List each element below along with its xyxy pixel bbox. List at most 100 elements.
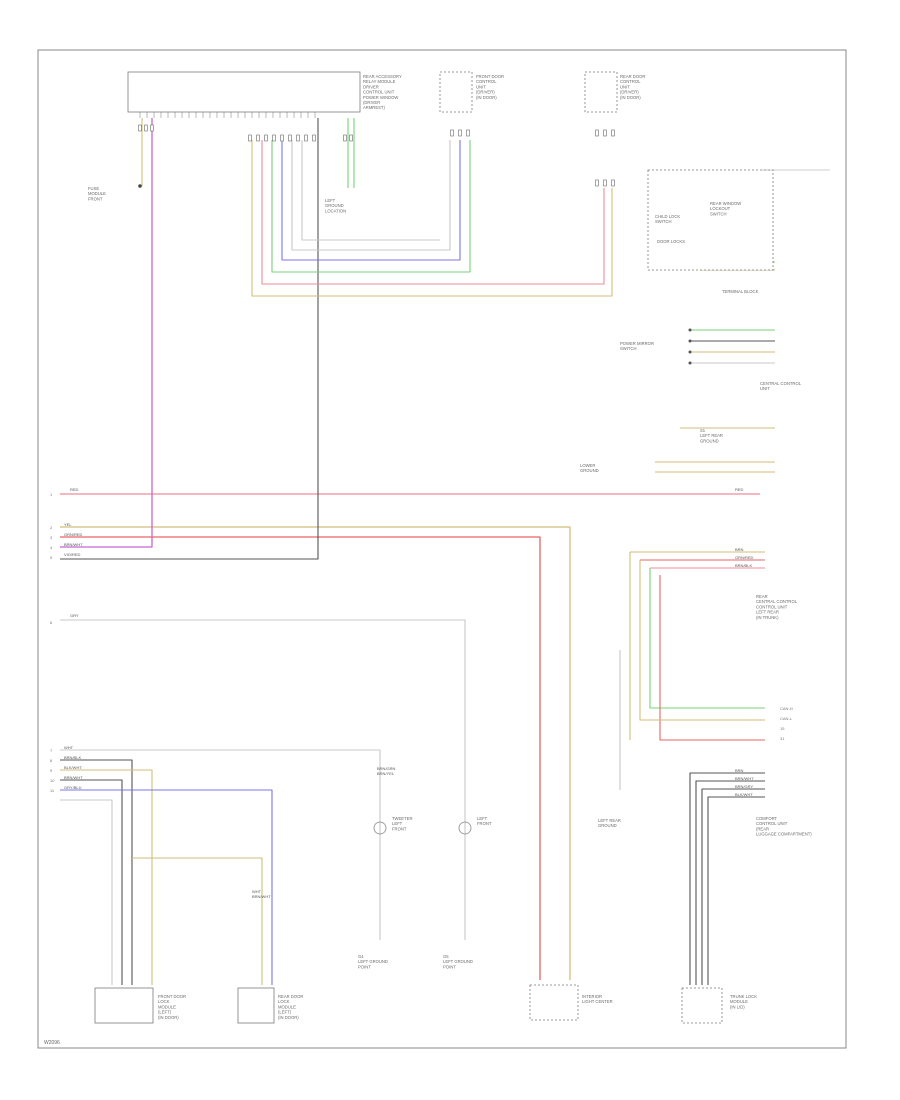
- rear-door-conn-0: [595, 129, 599, 137]
- components-layer: [94, 71, 830, 1024]
- rear-pin-label-1: CAN-L: [780, 716, 793, 721]
- comfort-wire-0: [689, 772, 765, 985]
- comfort-label-2: BRN/GRY: [735, 784, 753, 789]
- pin-left-bus-0: 2: [50, 525, 53, 530]
- rear-door-control-box: [584, 71, 618, 113]
- bus-red-2: [60, 536, 541, 980]
- wire-gray-label: GRY: [70, 613, 79, 618]
- bundle-blue: [281, 140, 461, 261]
- rear-top-label-0: BRN: [735, 547, 744, 552]
- lock-wire-blue: [60, 789, 273, 985]
- mirror-switch-splice-0: [688, 328, 692, 332]
- lock-bus-label-3: BRN/WHT: [64, 775, 83, 780]
- relay-conn-a-0: [138, 124, 142, 132]
- lock-wire-dark: [60, 759, 133, 985]
- rear-top-label-2: BRN/BLK: [735, 563, 752, 568]
- pin-left-c-2: 9: [50, 768, 53, 773]
- pin-left-bus-1: 3: [50, 535, 53, 540]
- bundle-green: [271, 140, 471, 273]
- switch-panel-box: [647, 169, 774, 271]
- relay-conn-b-3: [272, 134, 276, 142]
- relay-conn-c-1: [349, 134, 353, 142]
- pin-left-a: 1: [50, 492, 53, 497]
- lock-wire-gray-2: [60, 799, 113, 985]
- rear-ctrl-red-2: [659, 575, 765, 741]
- rear-accessory-relay-box: [127, 71, 361, 113]
- rear-top-label-1: GRN/RED: [735, 555, 754, 560]
- bundle-pink: [261, 140, 605, 285]
- bus-label-0: YEL: [64, 522, 72, 527]
- front-door-conn-2: [466, 129, 470, 137]
- rear-pin-label-2: 15: [780, 726, 785, 731]
- pin-left-c-4: 11: [50, 788, 55, 793]
- pin-left-c-3: 10: [50, 778, 55, 783]
- comfort-label-1: BRN/WHT: [735, 776, 754, 781]
- rear-lock-box: [237, 987, 275, 1024]
- diagram-border: [37, 49, 847, 1049]
- relay-conn-b-7: [304, 134, 308, 142]
- bus-dark: [60, 118, 319, 560]
- bundle-yellow: [251, 140, 613, 297]
- comfort-wire-1: [695, 780, 765, 985]
- relay-conn-c-0: [343, 134, 347, 142]
- bus-label-2: BRN/WHT: [64, 542, 83, 547]
- comfort-wire-3: [707, 796, 765, 985]
- bus-red-label: RED: [70, 487, 79, 492]
- mirror-switch-splice-3: [688, 361, 692, 365]
- rear-pin-label-0: CAN-H: [780, 706, 793, 711]
- speaker-2-symbol: [458, 821, 472, 835]
- rear-pin-label-3: 31: [780, 736, 785, 741]
- pin-left-c-0: 7: [50, 748, 53, 753]
- rear-door-conn-2-2: [611, 179, 615, 187]
- lock-wire-yellow: [60, 769, 153, 985]
- pin-left-bus-3: 5: [50, 555, 53, 560]
- lock-wire-gray: [60, 749, 381, 940]
- pin-left-c-1: 8: [50, 758, 53, 763]
- bus-label-3: VIO/RED: [64, 552, 81, 557]
- rear-ctrl-yellow-2: [639, 560, 765, 721]
- rear-door-conn-2-0: [595, 179, 599, 187]
- front-door-control-box: [439, 71, 473, 113]
- wires-layer: [60, 118, 775, 985]
- door-locks-label: DOOR LOCKS: [657, 239, 685, 244]
- relay-conn-b-2: [264, 134, 268, 142]
- front-door-conn-1: [458, 129, 462, 137]
- fuse-module-splice: [138, 184, 142, 188]
- bundle-gray: [291, 140, 451, 251]
- bus-violet: [60, 118, 153, 548]
- diagram-id: W2096: [44, 1040, 60, 1046]
- relay-conn-b-5: [288, 134, 292, 142]
- lock-wire-dark-2: [60, 779, 123, 985]
- speaker-1-symbol: [373, 821, 387, 835]
- relay-conn-a-2: [150, 124, 154, 132]
- bus-red-label-right: RED: [735, 487, 744, 492]
- bus-label-1: GRN/RED: [64, 532, 83, 537]
- relay-conn-b-4: [280, 134, 284, 142]
- relay-conn-b-0: [248, 134, 252, 142]
- bundle-gray-2: [301, 140, 440, 241]
- lock-bus-label-0: WHT: [64, 745, 74, 750]
- relay-conn-a-1: [144, 124, 148, 132]
